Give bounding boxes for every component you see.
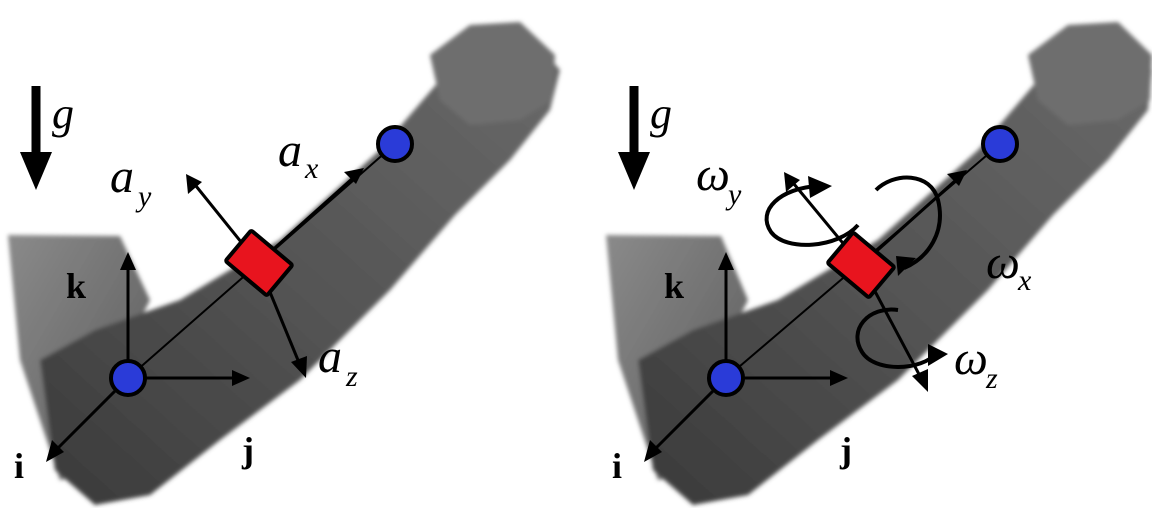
gravity-label: g	[52, 89, 74, 138]
accel-y-label: a y	[110, 150, 152, 213]
fist-silhouette	[430, 22, 555, 125]
accelerometer-diagram: g k j i a x a y a z	[8, 22, 560, 505]
arm-image	[8, 22, 560, 505]
gravity-arrow-icon	[20, 86, 52, 190]
frame-j-label: j	[839, 430, 852, 470]
wrist-joint-marker	[376, 125, 414, 163]
frame-j-label: j	[241, 430, 254, 470]
frame-i-label: i	[14, 446, 24, 486]
frame-i-label: i	[612, 446, 622, 486]
frame-k-label: k	[664, 266, 684, 306]
svg-text:x: x	[304, 152, 319, 185]
gyroscope-sensor	[826, 231, 896, 299]
elbow-joint-marker	[109, 359, 147, 397]
elbow-joint-marker	[707, 359, 745, 397]
svg-text:a: a	[278, 124, 302, 177]
rotation-x-curved-arrow-icon	[874, 175, 942, 276]
svg-text:y: y	[135, 180, 152, 213]
global-frame	[644, 252, 848, 462]
forearm-silhouette	[638, 35, 1152, 505]
svg-text:ω: ω	[986, 236, 1020, 289]
gyro-y-label: ω y	[696, 148, 742, 211]
rotation-z-curved-arrow-icon	[855, 307, 948, 369]
wrist-joint-marker	[981, 125, 1019, 163]
accel-x-label: a x	[278, 124, 319, 185]
frame-k-label: k	[66, 266, 86, 306]
fist-silhouette	[1028, 22, 1152, 125]
accelerometer-panel: g k j i a x a y a z	[8, 22, 560, 505]
arm-image	[606, 22, 1152, 505]
gyro-x-label: ω x	[986, 236, 1032, 297]
svg-text:x: x	[1017, 264, 1032, 297]
accelerometer-sensor	[224, 229, 294, 297]
svg-text:y: y	[725, 178, 742, 211]
rotation-y-curved-arrow-icon	[764, 176, 860, 247]
svg-text:ω: ω	[954, 332, 988, 385]
svg-text:a: a	[110, 150, 134, 203]
forearm-silhouette	[40, 35, 560, 505]
svg-text:ω: ω	[696, 148, 730, 201]
svg-text:z: z	[985, 362, 998, 395]
gravity-arrow-icon	[618, 86, 650, 190]
gyroscope-panel: g k j i ω x ω y ω	[576, 0, 1152, 508]
svg-text:a: a	[318, 330, 342, 383]
accel-z-label: a z	[318, 330, 358, 393]
gyro-z-label: ω z	[954, 332, 998, 395]
svg-text:z: z	[345, 360, 358, 393]
gravity-label: g	[650, 89, 672, 138]
gyroscope-diagram: g k j i ω x ω y ω	[606, 22, 1152, 505]
